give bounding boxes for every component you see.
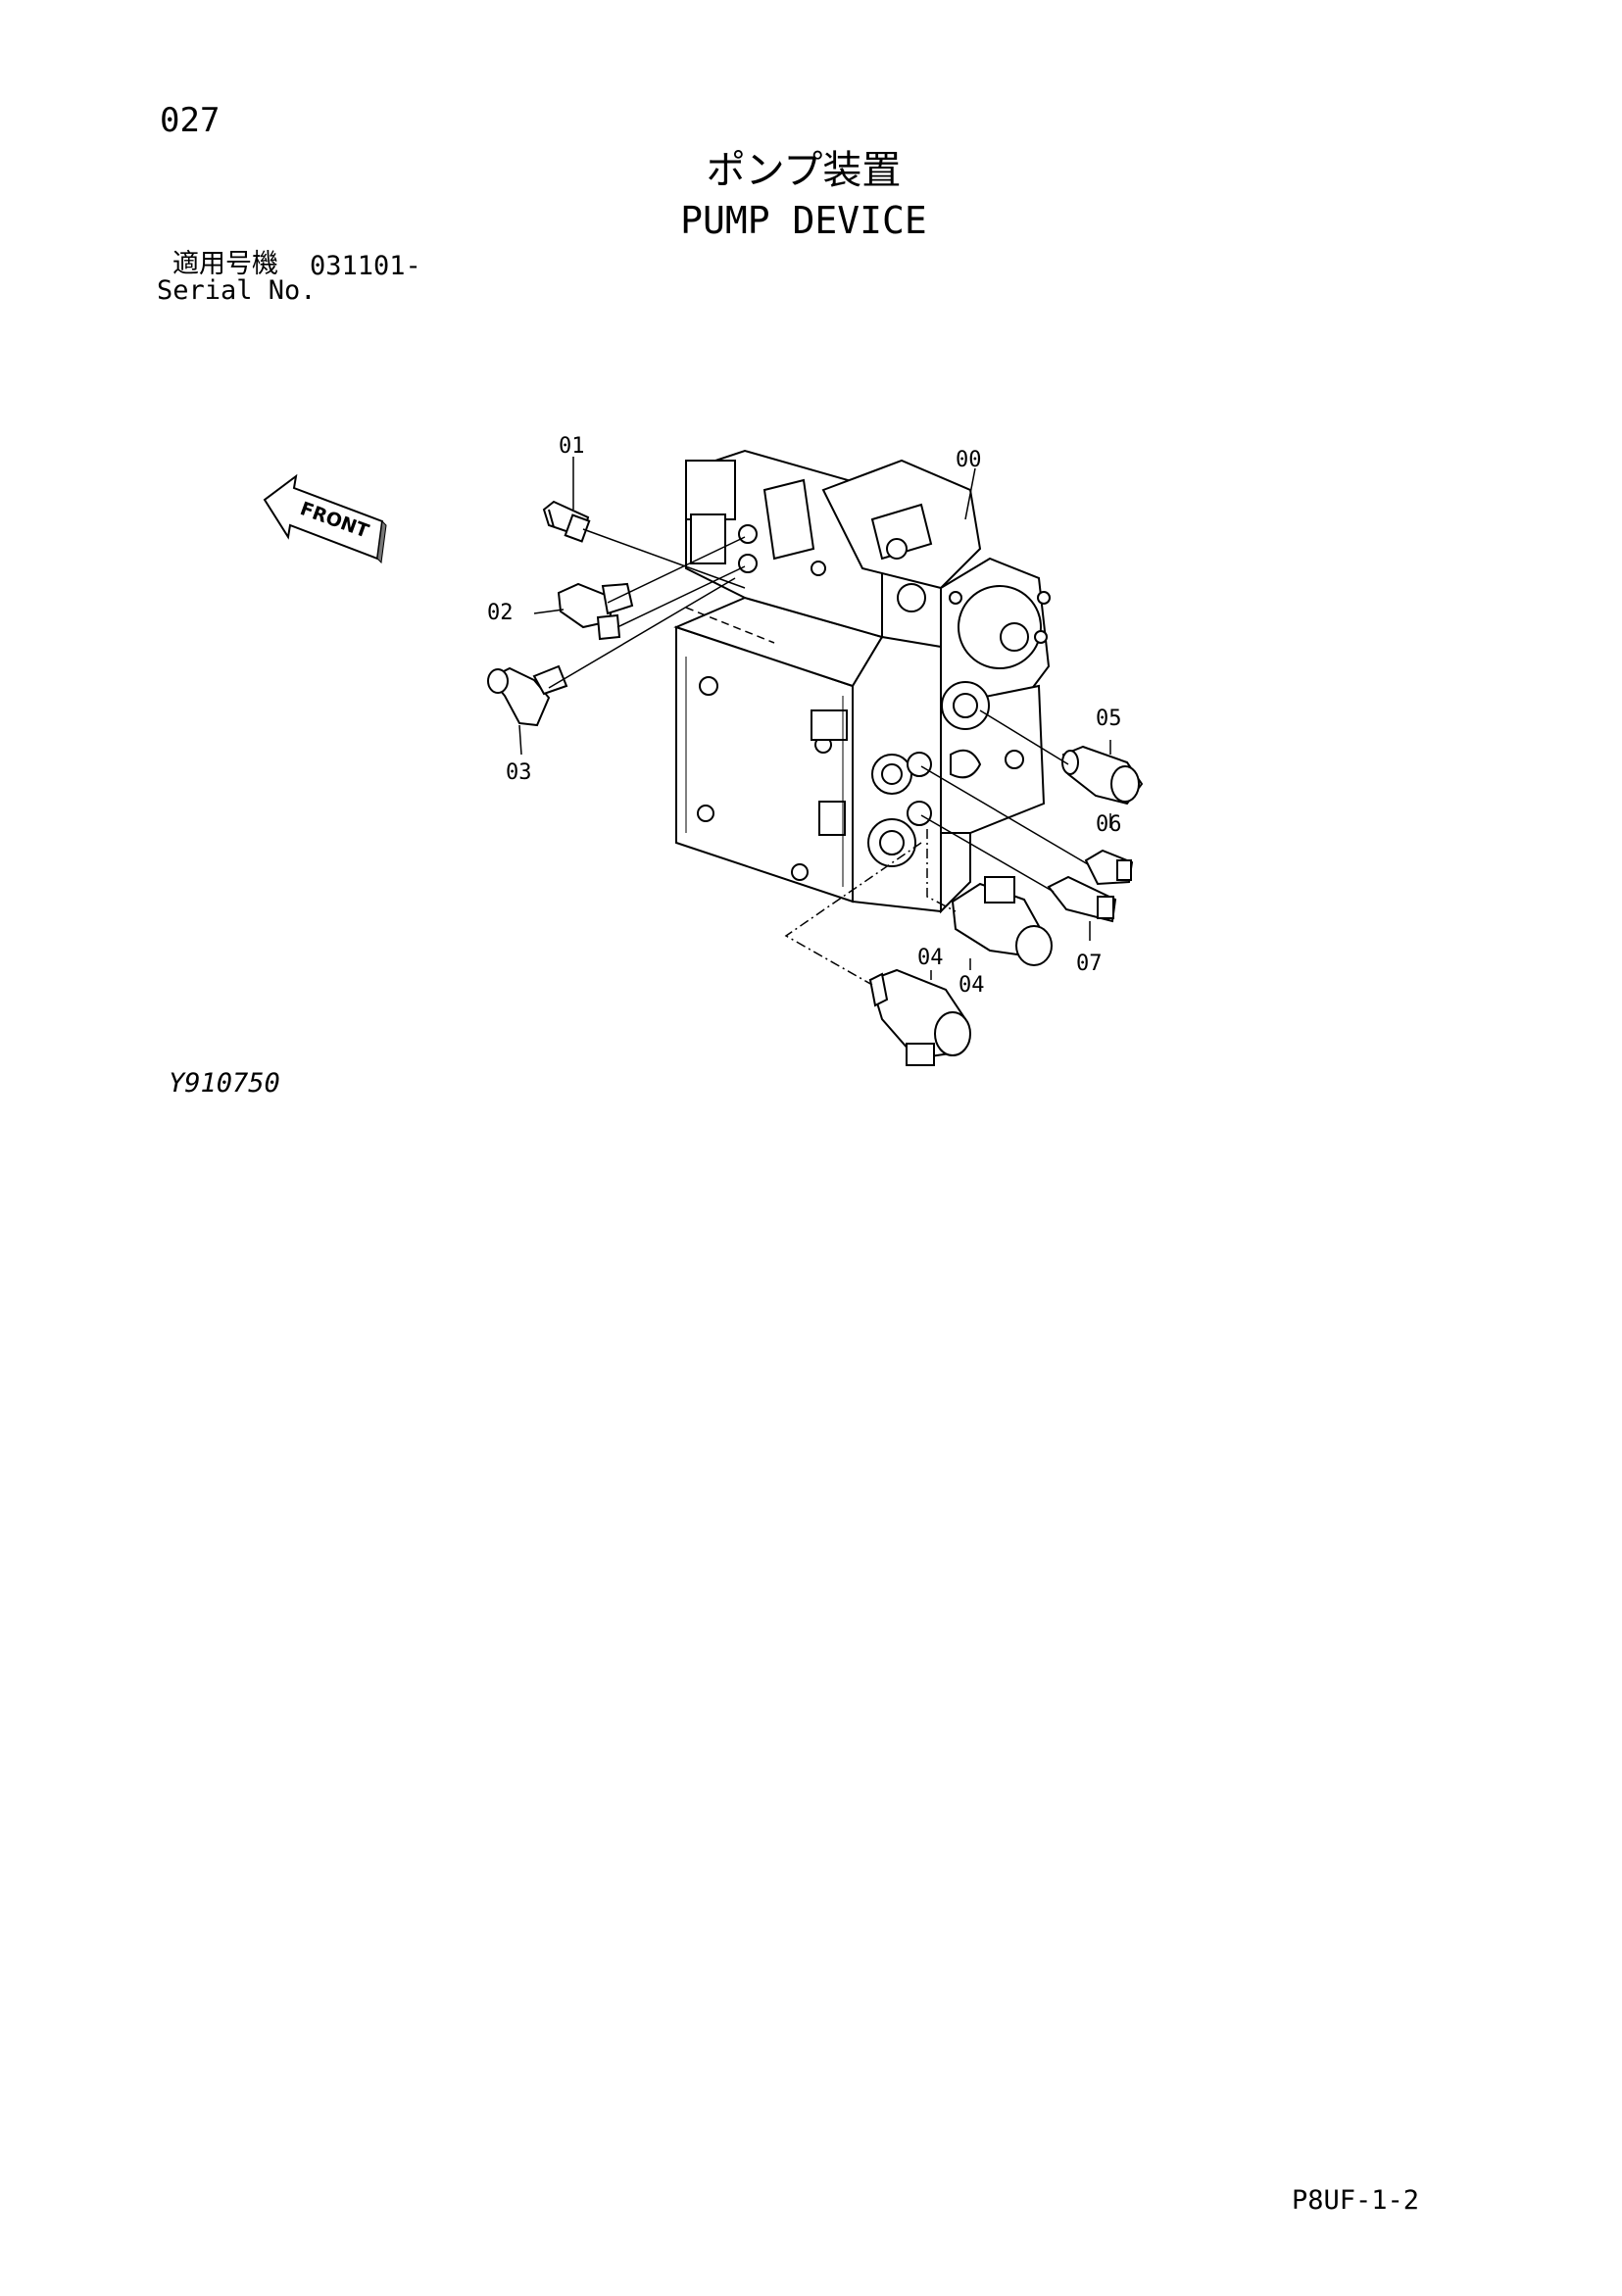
serial-label-japanese: 適用号機 [172,249,278,279]
callout-00-1: 01 [559,434,585,459]
fitting-01 [542,500,591,543]
callout-04-lower: 04 [958,973,985,998]
callout-02: 02 [487,601,514,625]
serial-label-english: Serial No. [157,275,317,306]
fitting-05-elbow [1061,745,1144,806]
pump-body [673,449,1051,914]
page-number: 027 [160,101,221,140]
callout-07: 07 [1076,952,1103,976]
serial-number-value: 031101- [310,251,421,281]
callout-04-upper: 04 [917,946,944,970]
fitting-04-tee-lower [868,968,971,1066]
front-direction-arrow: FRONT [263,473,387,564]
callout-05: 05 [1096,707,1122,731]
leader-lines [518,457,1111,980]
figure-id: Y910750 [169,1068,280,1099]
page-title-japanese: ポンプ装置 [706,148,902,193]
fitting-07 [1047,875,1117,923]
page-title-english: PUMP DEVICE [680,199,927,242]
fitting-02-elbow [557,582,634,641]
fitting-04-tee-upper [951,876,1053,966]
callout-03: 03 [506,760,532,785]
callout-06: 06 [1096,812,1122,837]
callout-00-main: 00 [956,448,982,472]
fitting-06 [1084,849,1134,886]
footer-page-code: P8UF-1-2 [1292,2185,1420,2216]
fitting-03-elbow [487,664,568,727]
assembly-center-lines [548,528,1089,986]
